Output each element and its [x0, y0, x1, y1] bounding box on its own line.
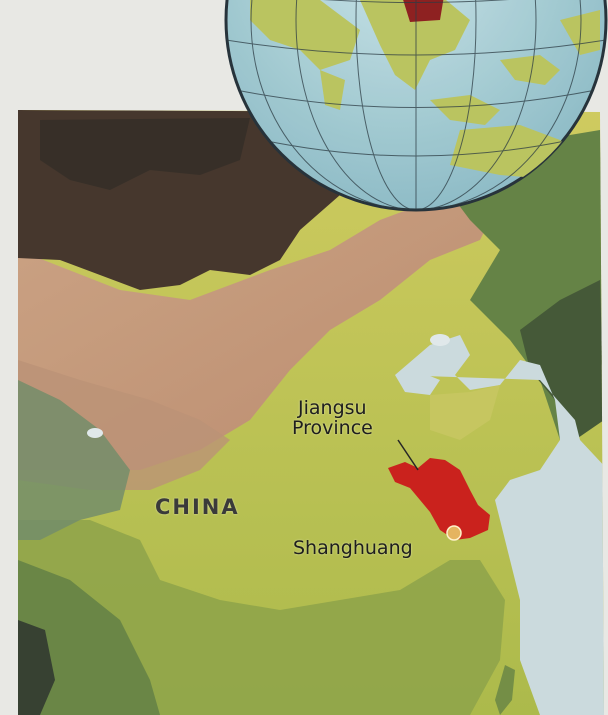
- island: [495, 665, 515, 715]
- northern-highland: [40, 118, 250, 190]
- lake: [87, 428, 103, 438]
- sichuan-basin-rim: [18, 380, 130, 540]
- bohai-bay: [395, 372, 440, 395]
- province-label: Jiangsu Province: [292, 397, 373, 439]
- globe-inset-icon: [224, 0, 608, 212]
- dark-valley: [18, 620, 55, 715]
- site-marker-icon: [446, 525, 462, 541]
- province-label-line2: Province: [292, 416, 373, 439]
- sea: [395, 335, 604, 715]
- jiangsu-province-highlight: [388, 458, 490, 540]
- shandong-peninsula: [430, 385, 500, 440]
- country-label: CHINA: [155, 495, 240, 519]
- site-label: Shanghuang: [293, 537, 413, 559]
- terrain: [18, 110, 604, 715]
- province-label-line1: Jiangsu: [298, 397, 367, 419]
- korean-peninsula: [520, 280, 604, 440]
- lake: [430, 334, 450, 346]
- province-leader-line: [397, 439, 419, 471]
